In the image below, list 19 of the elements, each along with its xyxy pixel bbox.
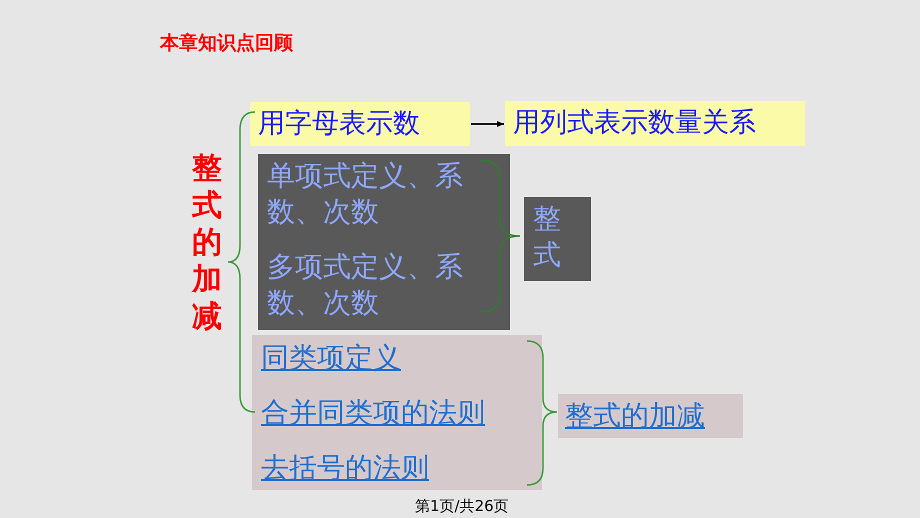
topic-text: 多项式定义、系数、次数: [267, 249, 464, 321]
topic-text: 整式的加减: [565, 398, 705, 434]
topic-box: [250, 102, 470, 146]
topic-box: [252, 335, 542, 490]
topic-text: 同类项定义: [261, 340, 401, 376]
arrow: [471, 121, 504, 127]
topic-box: [558, 394, 743, 438]
topic-text: 整式: [533, 201, 562, 273]
title: 本章知识点回顾: [160, 31, 293, 56]
topic-box: [524, 197, 591, 281]
page-number: 第1页/共26页: [415, 497, 509, 516]
topic-text: 合并同类项的法则: [261, 395, 485, 431]
topic-text: 用字母表示数: [258, 107, 420, 141]
vertical-heading: 整式的加减: [192, 150, 223, 335]
topic-box: [505, 101, 805, 146]
topic-text: 去括号的法则: [261, 450, 429, 486]
topic-box: [258, 154, 510, 330]
topic-text: 用列式表示数量关系: [513, 106, 756, 140]
topic-text: 单项式定义、系数、次数: [267, 158, 464, 230]
